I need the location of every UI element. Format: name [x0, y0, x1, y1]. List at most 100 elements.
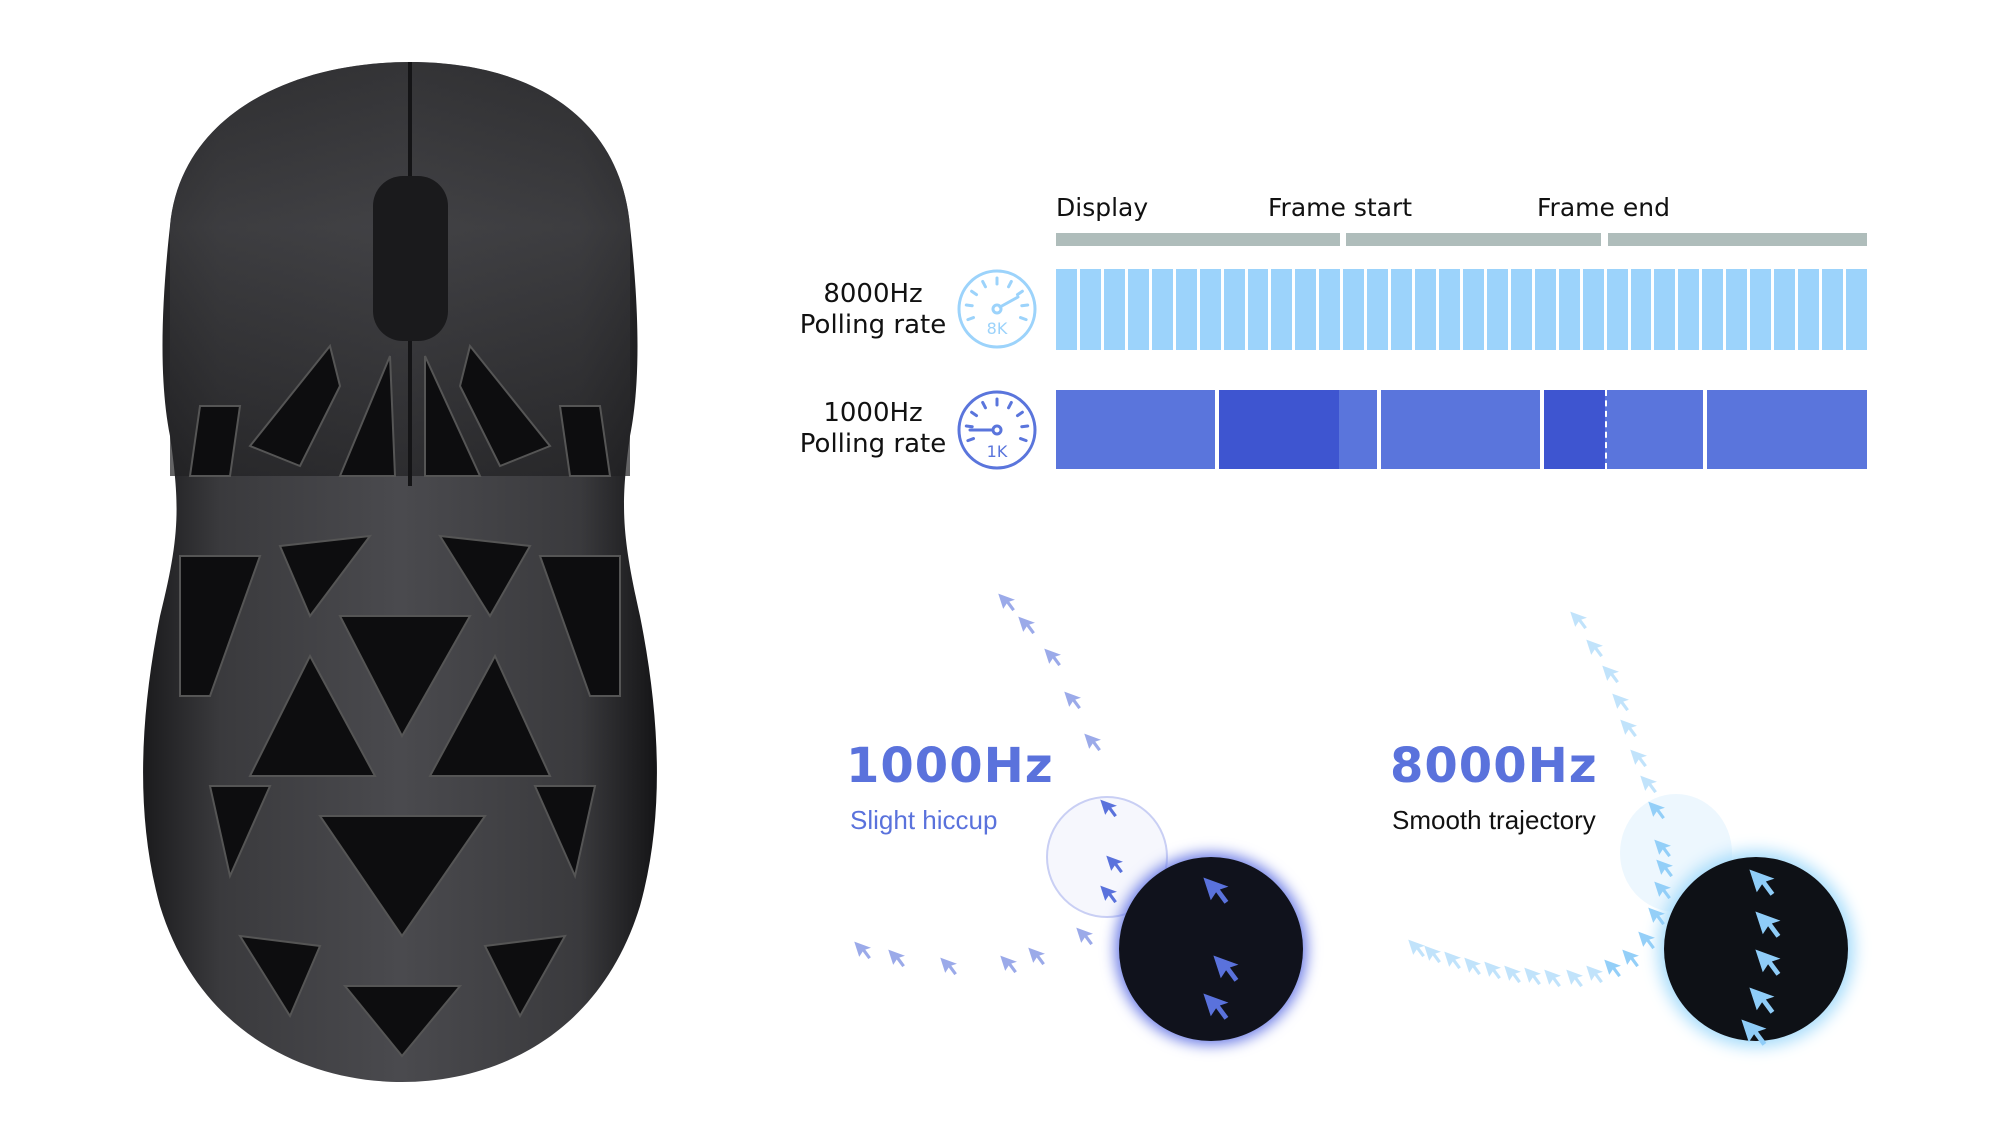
cursor-arrow-icon: [1749, 869, 1775, 896]
cursor-arrow-icon: [1464, 957, 1481, 976]
cursor-arrow-icon: [1630, 749, 1647, 768]
report-segment: [1678, 269, 1700, 350]
report-segment: [1151, 269, 1173, 350]
report-segment: [1127, 269, 1149, 350]
gauge-tick: [981, 280, 987, 289]
gauge-tick: [1018, 316, 1028, 322]
cursor-arrow-icon: [1084, 733, 1101, 752]
report-segment: [1798, 269, 1819, 350]
cursor-arrow-icon: [1755, 911, 1781, 938]
cursor-arrow-icon: [1612, 693, 1629, 712]
report-segment: [1822, 269, 1843, 350]
cursor-arrow-icon: [1000, 955, 1017, 974]
report-segment: [1750, 269, 1772, 350]
display-frame-bar: [1346, 233, 1601, 246]
report-segment: [1630, 269, 1652, 350]
cursor-arrow-icon: [1586, 639, 1603, 658]
report-segment: [1247, 269, 1269, 350]
report-segment: [1486, 269, 1508, 350]
cursor-arrow-icon: [1100, 799, 1117, 818]
row-label-8000hz: 8000Hz Polling rate: [778, 279, 968, 341]
cursor-arrow-icon: [1444, 951, 1461, 970]
cursor-arrow-icon: [1749, 987, 1775, 1014]
report-segment: [1845, 269, 1867, 350]
report-segment: [1343, 269, 1365, 350]
cursor-arrow-icon: [1656, 859, 1673, 878]
report-segment: [1726, 269, 1748, 350]
cursor-arrow-icon: [1484, 961, 1501, 980]
rate-text: 8000Hz: [823, 279, 923, 309]
report-segment: [1271, 269, 1293, 350]
report-segment: [1079, 269, 1101, 350]
cursor-arrow-icon: [1504, 965, 1521, 984]
gauge-tick: [970, 410, 979, 418]
report-segment: [1534, 269, 1556, 350]
gauge-tick: [964, 303, 974, 308]
cursor-arrow-icon: [1064, 691, 1081, 710]
gauge-tick: [1015, 289, 1024, 297]
report-segment: [1462, 269, 1484, 350]
cursor-arrow-icon: [1424, 945, 1441, 964]
timeline-label-frame-start: Frame start: [1268, 193, 1413, 222]
display-frame-bar: [1608, 233, 1867, 246]
gauge-tick: [970, 289, 979, 297]
comparison-right-title: 8000Hz: [1390, 738, 1598, 794]
gauge-tick: [1015, 410, 1024, 418]
report-segment: [1774, 269, 1796, 350]
cursor-arrow-icon: [1203, 877, 1229, 904]
gauge-1k-icon: 1K: [957, 390, 1037, 470]
cursor-arrow-icon: [1654, 881, 1671, 900]
report-segment: [1367, 269, 1389, 350]
display-frame-bar: [1056, 233, 1340, 246]
cursor-arrow-icon: [1622, 949, 1639, 968]
rate-text: 1000Hz: [823, 398, 923, 428]
gauge-text: 1K: [987, 442, 1008, 461]
report-segment: [1295, 269, 1317, 350]
cursor-arrow-icon: [940, 957, 957, 976]
gauge-tick: [1007, 280, 1013, 289]
cursor-arrow-icon: [1028, 947, 1045, 966]
gauge-text: 8K: [987, 319, 1008, 338]
report-segment: [1199, 269, 1221, 350]
frame-end-marker: [1605, 390, 1607, 469]
gauge-tick: [1007, 401, 1013, 410]
polling-8000hz-bar: [1056, 269, 1867, 350]
cursor-arrow-icon: [854, 941, 871, 960]
comparison-left-caption: Slight hiccup: [850, 805, 998, 835]
cursor-arrow-icon: [1654, 839, 1671, 858]
gauge-tick: [1020, 303, 1030, 308]
report-segment: [1103, 269, 1125, 350]
report-segment: [1381, 390, 1540, 469]
timeline-label-frame-end: Frame end: [1537, 193, 1670, 222]
report-segment: [1415, 269, 1436, 350]
gauge-tick: [1018, 437, 1028, 443]
cursor-arrow-icon: [1106, 855, 1123, 874]
cursor-arrow-icon: [888, 949, 905, 968]
report-segment: [1056, 390, 1215, 469]
row-label-1000hz: 1000Hz Polling rate: [778, 398, 968, 460]
mouse-product-image: [143, 62, 657, 1082]
timeline-label-display: Display: [1056, 193, 1149, 222]
gauge-tick: [966, 437, 976, 443]
report-segment: [1175, 269, 1197, 350]
report-segment-highlight: [1544, 390, 1605, 469]
report-segment: [1582, 269, 1604, 350]
report-segment: [1391, 269, 1413, 350]
comparison-left-title: 1000Hz: [846, 738, 1054, 794]
report-segment: [1439, 269, 1460, 350]
cursor-arrow-icon: [1648, 907, 1665, 926]
cursor-arrow-icon: [1408, 939, 1425, 958]
report-segment: [1558, 269, 1580, 350]
gauge-tick: [966, 316, 976, 322]
cursor-arrow-icon: [1638, 931, 1655, 950]
comparison-right-caption: Smooth trajectory: [1392, 805, 1596, 835]
cursor-arrow-icon: [1100, 885, 1117, 904]
cursor-arrow-icon: [1044, 648, 1061, 667]
report-segment: [1223, 269, 1245, 350]
cursor-arrow-icon: [1076, 927, 1093, 946]
cursor-arrow-icon: [1018, 616, 1035, 635]
cursor-arrow-icon: [1648, 801, 1665, 820]
report-segment: [1339, 390, 1377, 469]
report-segment-highlight: [1219, 390, 1339, 469]
report-segment: [1702, 269, 1724, 350]
